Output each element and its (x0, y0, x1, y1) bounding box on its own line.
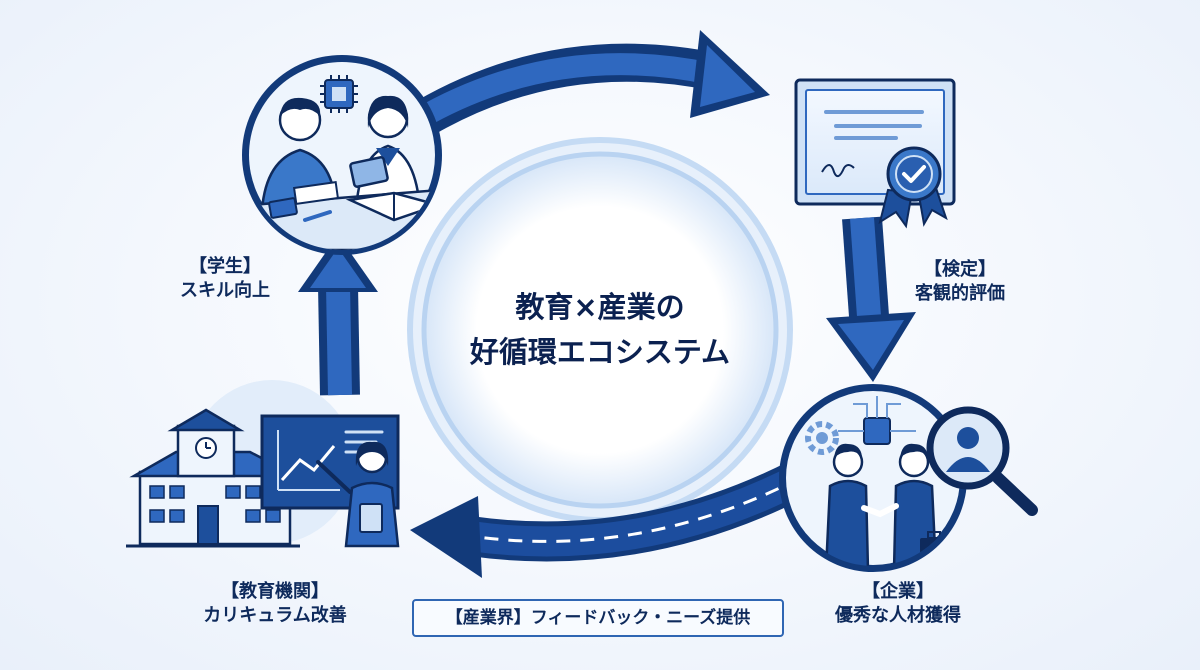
arrow-student-to-certification (415, 30, 770, 135)
certification-label-desc: 客観的評価 (915, 283, 1005, 305)
circuit-chip-icon (838, 396, 916, 445)
certificate-illustration (794, 78, 956, 229)
verified-seal-icon (878, 146, 948, 229)
certification-label-title: 【検定】 (924, 259, 996, 280)
company-label-desc: 優秀な人材獲得 (835, 605, 961, 627)
talent-search-icon (926, 406, 1038, 516)
company-illustration (779, 384, 1038, 572)
school-label-desc: カリキュラム改善 (203, 605, 347, 627)
arrow-company-to-school (410, 460, 810, 578)
center-title: 教育×産業の 好循環エコシステム (430, 285, 770, 375)
company-label-title: 【企業】 (862, 581, 934, 602)
center-circle (407, 137, 793, 523)
student-label-desc: スキル向上 (180, 280, 270, 302)
arrow-school-to-student (298, 235, 378, 396)
student-label-title: 【学生】 (189, 256, 261, 277)
school-building (126, 408, 300, 548)
gear-icon (805, 421, 839, 455)
center-title-line2: 好循環エコシステム (469, 334, 731, 369)
student-illustration (242, 55, 442, 255)
teacher-figure (316, 441, 400, 548)
school-illustration (126, 380, 400, 548)
certification-label: 【検定】 客観的評価 (880, 258, 1040, 307)
clock-icon (195, 437, 217, 459)
arrow-certification-to-company (826, 216, 916, 382)
microchip-icon (320, 75, 358, 113)
student-label: 【学生】 スキル向上 (150, 255, 300, 304)
school-label: 【教育機関】 カリキュラム改善 (180, 580, 370, 629)
school-label-title: 【教育機関】 (221, 581, 329, 602)
center-title-line1: 教育×産業の (515, 290, 685, 324)
company-label: 【企業】 優秀な人材獲得 (808, 580, 988, 629)
feedback-label: 【産業界】フィードバック・ニーズ提供 (412, 599, 784, 637)
